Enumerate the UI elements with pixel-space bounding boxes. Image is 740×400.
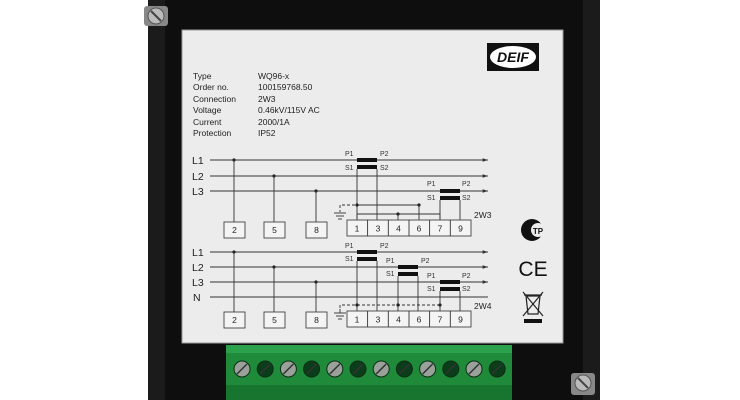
ct-label: S2: [462, 195, 471, 202]
line-label: L2: [192, 171, 204, 183]
ct-label: P1: [427, 273, 436, 280]
current-terminal-block: 1 3 4 6 7 9: [346, 310, 472, 328]
terminal-label: 5: [272, 315, 277, 325]
screw-slot: [329, 363, 341, 375]
terminal-label: 6: [417, 224, 422, 234]
ct-label: S1: [427, 286, 436, 293]
terminal-screws: [233, 360, 506, 378]
ct-label: P1: [345, 151, 354, 158]
screw-slot: [422, 363, 434, 375]
line-label: N: [193, 292, 201, 304]
terminal-connector: [226, 345, 512, 400]
screw-top-left: [144, 6, 168, 26]
line-label: L3: [192, 277, 204, 289]
screw-bottom-right: [571, 373, 595, 395]
screw-slot: [445, 363, 457, 375]
terminal-label: 7: [438, 224, 443, 234]
ct-label: S1: [345, 256, 354, 263]
ct-label: P2: [462, 181, 471, 188]
wiring-diagram-2w3: L1 L2 L3 2 5 8 P1 P2 S1 S2 P1 P2 S1 S2: [192, 151, 492, 239]
ct-label: P1: [345, 243, 354, 250]
terminal-label: 4: [396, 224, 401, 234]
ct-label: P2: [462, 273, 471, 280]
rating-label: [181, 29, 564, 344]
wiring-diagram-2w4: L1 L2 L3 N 2 5 8 P1 P2 S1 P1 P2 S1 P1 P2…: [192, 243, 492, 329]
ct-label: P1: [386, 258, 395, 265]
screw-slot: [306, 363, 318, 375]
line-label: L2: [192, 262, 204, 274]
terminal-label: 4: [396, 315, 401, 325]
ct-label: P1: [427, 181, 436, 188]
line-label: L1: [192, 155, 204, 167]
terminal-label: 3: [376, 315, 381, 325]
spec-value: 0.46kV/115V AC: [258, 105, 320, 115]
terminal-label: 9: [458, 315, 463, 325]
terminal-label: 8: [314, 225, 319, 235]
ct-label: S2: [462, 286, 471, 293]
spec-label: Type: [193, 71, 212, 81]
terminal-label: 7: [438, 315, 443, 325]
ct-label: P2: [421, 258, 430, 265]
spec-value: 2000/1A: [258, 117, 290, 127]
gost-mark-icon: TP: [521, 219, 545, 241]
ct-label: P2: [380, 243, 389, 250]
screw-slot: [491, 363, 503, 375]
screw-slot: [259, 363, 271, 375]
current-terminal-block: 1 3 4 6 7 9: [346, 219, 472, 237]
spec-label: Protection: [193, 128, 232, 138]
spec-table: Type WQ96-x Order no. 100159768.50 Conne…: [193, 71, 320, 138]
terminal-label: 1: [355, 315, 360, 325]
ct-label: S1: [345, 165, 354, 172]
line-label: L1: [192, 247, 204, 259]
terminal-label: 8: [314, 315, 319, 325]
screw-slot: [282, 363, 294, 375]
spec-value: IP52: [258, 128, 276, 138]
ce-mark-icon: CE: [518, 258, 547, 281]
weee-bin-icon: [522, 291, 544, 323]
terminal-label: 6: [417, 315, 422, 325]
ct-label: S1: [427, 195, 436, 202]
screw-slot: [398, 363, 410, 375]
spec-value: 100159768.50: [258, 82, 313, 92]
deif-logo: DEIF: [487, 43, 539, 71]
terminal-label: 1: [355, 224, 360, 234]
line-label: L3: [192, 186, 204, 198]
screw-slot: [375, 363, 387, 375]
terminal-label: 5: [272, 225, 277, 235]
spec-label: Voltage: [193, 105, 222, 115]
ct-label: S1: [386, 271, 395, 278]
diagram-title: 2W4: [474, 301, 492, 311]
screw-slot: [236, 363, 248, 375]
spec-label: Current: [193, 117, 222, 127]
ct-label: S2: [380, 165, 389, 172]
diagram-title: 2W3: [474, 210, 492, 220]
brand-text: DEIF: [497, 49, 529, 65]
screw-slot: [468, 363, 480, 375]
ct-label: P2: [380, 151, 389, 158]
spec-label: Order no.: [193, 82, 229, 92]
spec-value: WQ96-x: [258, 71, 290, 81]
terminal-label: 3: [376, 224, 381, 234]
terminal-label: 9: [458, 224, 463, 234]
spec-value: 2W3: [258, 94, 276, 104]
terminal-label: 2: [232, 315, 237, 325]
terminal-label: 2: [232, 225, 237, 235]
spec-label: Connection: [193, 94, 236, 104]
screw-slot: [352, 363, 364, 375]
gost-mark-text: TP: [533, 227, 544, 236]
